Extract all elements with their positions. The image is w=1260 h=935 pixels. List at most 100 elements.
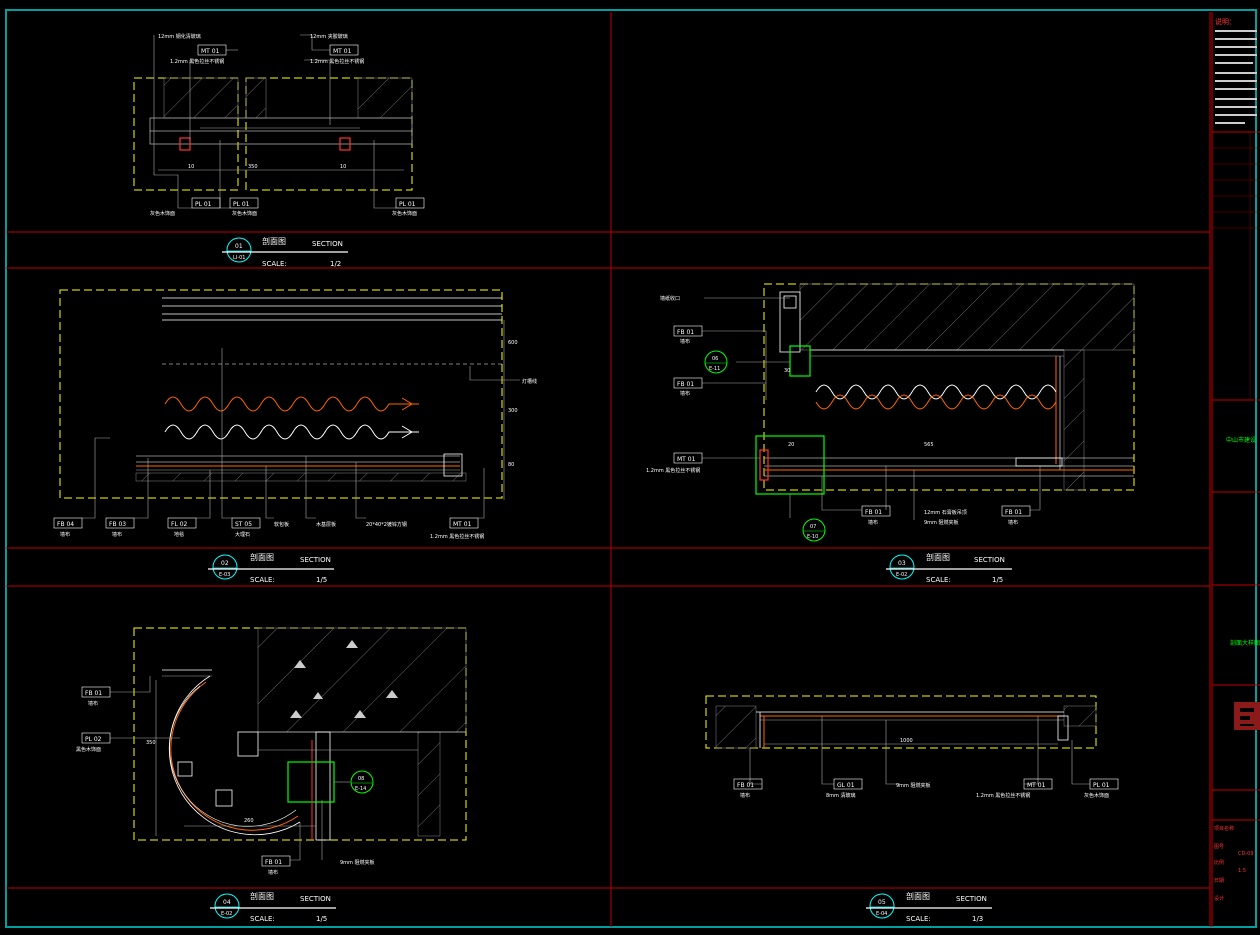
svg-text:SECTION: SECTION (974, 556, 1005, 564)
svg-text:设计: 设计 (1214, 895, 1224, 902)
svg-text:FB 03: FB 03 (109, 521, 126, 528)
svg-text:SECTION: SECTION (312, 240, 343, 248)
svg-text:E-14: E-14 (355, 786, 366, 792)
svg-text:03: 03 (898, 560, 906, 567)
section-03: FB 01 墙布 FB 01 墙布 MT 01 1.2mm 黑色拉丝不锈钢 FB… (646, 283, 1135, 584)
svg-text:MT 01: MT 01 (201, 48, 220, 55)
svg-text:1/5: 1/5 (316, 915, 327, 923)
svg-text:E-04: E-04 (876, 911, 887, 917)
title-block: 说明： 中山市建设 剖面大样图 项目名称 图号 CD-09 比例 1:5 (1211, 12, 1260, 927)
svg-text:墙布: 墙布 (868, 519, 878, 526)
svg-text:FB 04: FB 04 (57, 521, 74, 528)
svg-text:1.2mm 黑色拉丝不锈钢: 1.2mm 黑色拉丝不锈钢 (310, 58, 364, 65)
svg-text:05: 05 (878, 899, 886, 906)
notes-title: 说明： (1215, 17, 1236, 26)
svg-text:10: 10 (188, 164, 194, 170)
svg-text:260: 260 (244, 818, 254, 824)
svg-text:1.2mm 黑色拉丝不锈钢: 1.2mm 黑色拉丝不锈钢 (430, 533, 484, 540)
svg-text:SCALE:: SCALE: (906, 915, 931, 923)
svg-text:日期: 日期 (1214, 878, 1224, 884)
svg-text:图号: 图号 (1214, 844, 1224, 850)
sheet-frame (5, 9, 1257, 928)
svg-text:PL 01: PL 01 (195, 201, 212, 208)
section-05-tags: FB 01 墙布 GL 01 8mm 清玻璃 MT 01 1.2mm 黑色拉丝不… (733, 738, 1119, 799)
svg-text:1/3: 1/3 (972, 915, 983, 923)
section-02-tags: FB 04 墙布 FB 03 墙布 FL 02 地毯 ST 05 大理石 MT … (53, 340, 537, 540)
svg-text:灯槽线: 灯槽线 (522, 378, 537, 385)
svg-text:墙布: 墙布 (268, 869, 278, 876)
section-03-title: 03 E-02 剖面图 SECTION SCALE: 1/5 (886, 552, 1012, 584)
section-01-tags: MT 01 1.2mm 黑色拉丝不锈钢 MT 01 1.2mm 黑色拉丝不锈钢 … (150, 33, 425, 217)
svg-text:墙布: 墙布 (740, 792, 750, 799)
svg-text:剖面图: 剖面图 (250, 552, 274, 562)
section-05-title: 05 E-04 剖面图 SECTION SCALE: 1/3 (866, 891, 992, 923)
svg-text:GL 01: GL 01 (837, 782, 855, 789)
svg-text:剖面图: 剖面图 (926, 552, 950, 562)
svg-text:FB 01: FB 01 (677, 329, 694, 336)
svg-text:PL 02: PL 02 (85, 736, 102, 743)
svg-text:黑色木饰面: 黑色木饰面 (76, 746, 101, 753)
svg-text:墙布: 墙布 (112, 531, 122, 538)
svg-text:02: 02 (221, 560, 229, 567)
svg-text:300: 300 (508, 408, 518, 414)
svg-text:木基层板: 木基层板 (316, 521, 336, 528)
svg-text:1:5: 1:5 (1238, 868, 1246, 874)
svg-text:FB 01: FB 01 (677, 381, 694, 388)
svg-text:地毯: 地毯 (174, 531, 184, 538)
svg-text:FB 01: FB 01 (865, 509, 882, 516)
svg-text:1/5: 1/5 (992, 576, 1003, 584)
svg-text:墙布: 墙布 (680, 338, 690, 345)
svg-text:SCALE:: SCALE: (926, 576, 951, 584)
section-05: FB 01 墙布 GL 01 8mm 清玻璃 MT 01 1.2mm 黑色拉丝不… (705, 695, 1119, 923)
svg-text:灰色木饰面: 灰色木饰面 (150, 210, 175, 217)
svg-text:PL 01: PL 01 (399, 201, 416, 208)
svg-text:软包板: 软包板 (274, 521, 289, 528)
svg-text:E-02: E-02 (896, 572, 907, 578)
svg-text:9mm 阻燃夹板: 9mm 阻燃夹板 (896, 782, 931, 789)
panel-grid (6, 12, 1211, 927)
svg-text:墙布: 墙布 (88, 700, 98, 707)
svg-text:CD-09: CD-09 (1238, 851, 1254, 857)
svg-text:大理石: 大理石 (235, 531, 250, 538)
svg-text:30: 30 (784, 368, 790, 374)
svg-text:1/5: 1/5 (316, 576, 327, 584)
svg-text:06: 06 (712, 356, 718, 362)
svg-text:565: 565 (924, 442, 934, 448)
svg-text:04: 04 (223, 899, 231, 906)
section-02: FB 04 墙布 FB 03 墙布 FL 02 地毯 ST 05 大理石 MT … (53, 289, 537, 584)
drawing-name: 剖面大样图 (1230, 639, 1260, 647)
svg-text:SCALE:: SCALE: (250, 576, 275, 584)
svg-text:08: 08 (358, 776, 364, 782)
title-block-fields: 项目名称 图号 CD-09 比例 1:5 日期 设计 (1214, 825, 1254, 902)
svg-text:8mm 清玻璃: 8mm 清玻璃 (826, 792, 856, 799)
svg-text:MT 01: MT 01 (333, 48, 352, 55)
section-01: MT 01 1.2mm 黑色拉丝不锈钢 MT 01 1.2mm 黑色拉丝不锈钢 … (133, 33, 425, 268)
svg-text:1000: 1000 (900, 738, 913, 744)
section-03-callouts: 06 E-11 07 E-10 (704, 350, 826, 542)
section-02-title: 02 E-03 剖面图 SECTION SCALE: 1/5 (208, 552, 334, 584)
svg-text:项目名称: 项目名称 (1214, 825, 1234, 832)
svg-text:MT 01: MT 01 (453, 521, 472, 528)
section-03-tags: FB 01 墙布 FB 01 墙布 MT 01 1.2mm 黑色拉丝不锈钢 FB… (646, 295, 1031, 526)
svg-text:12mm 钢化清玻璃: 12mm 钢化清玻璃 (158, 33, 201, 40)
svg-text:1.2mm 黑色拉丝不锈钢: 1.2mm 黑色拉丝不锈钢 (170, 58, 224, 65)
section-04-callouts: 08 E-14 (350, 770, 374, 794)
svg-text:600: 600 (508, 340, 518, 346)
svg-text:1.2mm 黑色拉丝不锈钢: 1.2mm 黑色拉丝不锈钢 (646, 467, 700, 474)
svg-text:PL 01: PL 01 (1093, 782, 1110, 789)
svg-text:SECTION: SECTION (956, 895, 987, 903)
svg-text:LI-01: LI-01 (233, 255, 245, 261)
svg-text:灰色木饰面: 灰色木饰面 (1084, 792, 1109, 799)
svg-text:1/2: 1/2 (330, 260, 341, 268)
svg-text:E-03: E-03 (219, 572, 230, 578)
svg-text:剖面图: 剖面图 (262, 236, 286, 246)
svg-text:墙布: 墙布 (60, 531, 70, 538)
svg-text:9mm 阻燃夹板: 9mm 阻燃夹板 (340, 859, 375, 866)
svg-text:SCALE:: SCALE: (250, 915, 275, 923)
svg-text:FB 01: FB 01 (1005, 509, 1022, 516)
svg-text:剖面图: 剖面图 (250, 891, 274, 901)
svg-text:01: 01 (235, 243, 243, 250)
svg-text:FB 01: FB 01 (737, 782, 754, 789)
svg-text:20: 20 (788, 442, 794, 448)
svg-text:PL 01: PL 01 (233, 201, 250, 208)
